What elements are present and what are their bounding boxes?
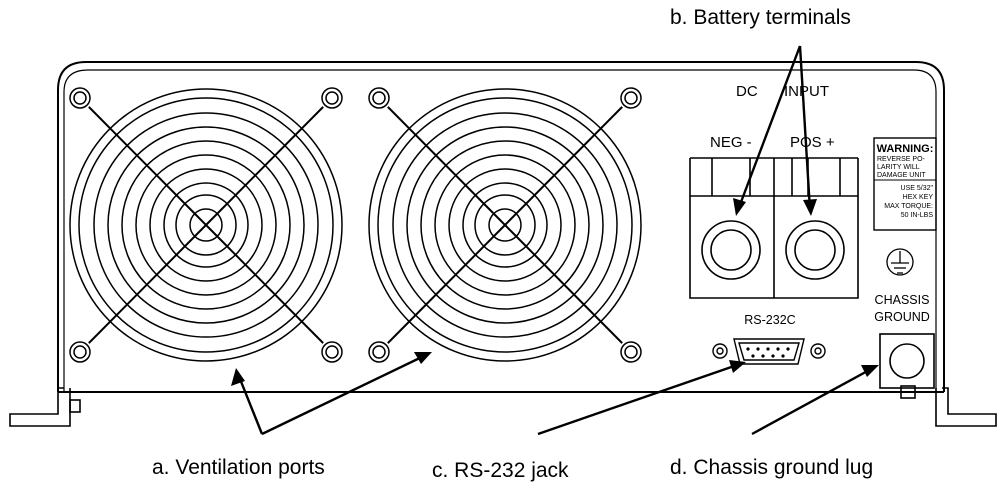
fan-strut	[88, 224, 207, 344]
fan-strut	[205, 106, 324, 226]
fan-grille-ring	[78, 97, 334, 353]
fan-strut	[205, 224, 324, 344]
ventilation-fan-right	[368, 87, 642, 363]
fan-grille-ring	[420, 140, 590, 310]
fan-grille-ring	[448, 168, 562, 282]
rs232-pin	[786, 347, 790, 351]
rs232-pin	[776, 347, 780, 351]
fan-mount-hole-inner	[325, 345, 339, 359]
rs232-pin	[751, 354, 755, 358]
fan-strut	[387, 106, 506, 226]
warning-label: WARNING: REVERSE PO- LARITY WILL DAMAGE …	[873, 137, 937, 231]
chassis-outline	[57, 61, 945, 392]
rs232-pin	[756, 347, 760, 351]
rs232-connector	[712, 338, 826, 365]
fan-grille-ring	[107, 126, 305, 324]
arrow-ground-lug	[751, 366, 874, 436]
torque-line: USE 5/32"	[901, 185, 934, 192]
fan-grille-ring	[488, 208, 522, 242]
arrow-ventilation-right	[261, 353, 427, 436]
dc-label: DC	[736, 83, 758, 100]
fan-grille-ring	[163, 182, 249, 268]
fan-mount-hole-inner	[73, 91, 87, 105]
callout-arrows	[236, 45, 874, 436]
fan-mount-hole	[368, 87, 390, 109]
arrow-ventilation-left	[236, 373, 264, 435]
torque-line: HEX KEY	[903, 194, 934, 201]
warning-line: REVERSE PO-	[877, 156, 926, 163]
fan-grille-ring	[135, 154, 277, 296]
fan-grille-ring	[434, 154, 576, 296]
arrowhead	[803, 199, 817, 216]
fan-grille-ring	[474, 194, 536, 256]
fan-strut	[88, 106, 207, 226]
chassis-ground-lug	[879, 333, 935, 389]
callout-chassis-ground-lug: d. Chassis ground lug	[670, 456, 873, 479]
fan-grille-ring	[175, 194, 237, 256]
ground-label: GROUND	[874, 310, 930, 324]
fan-outer-ring	[368, 88, 642, 362]
fan-grille-ring	[189, 208, 223, 242]
rs232c-label: RS-232C	[744, 313, 795, 327]
fan-mount-hole	[321, 341, 343, 363]
positive-terminal	[785, 220, 845, 280]
fan-strut	[504, 106, 623, 226]
fan-mount-hole	[69, 87, 91, 109]
arrowhead	[414, 352, 432, 364]
fan-mount-hole	[69, 341, 91, 363]
input-label: INPUT	[784, 83, 829, 100]
fan-mount-hole-inner	[73, 345, 87, 359]
warning-title: WARNING:	[877, 143, 934, 155]
callout-battery-terminals: b. Battery terminals	[670, 6, 851, 29]
fan-mount-hole	[321, 87, 343, 109]
callout-rs232-jack: c. RS-232 jack	[432, 459, 569, 482]
fan-mount-hole-inner	[325, 91, 339, 105]
rs232-pin	[771, 354, 775, 358]
ventilation-fan-left	[69, 87, 343, 363]
rs232-pin	[766, 347, 770, 351]
arrow-battery-neg	[736, 45, 802, 211]
torque-line: MAX TORQUE:	[884, 203, 933, 210]
fan-grille-ring	[392, 112, 618, 338]
torque-line: 50 IN-LBS	[901, 212, 934, 219]
fan-grille-ring	[121, 140, 291, 310]
rs232-pin	[746, 347, 750, 351]
arrowhead	[729, 360, 746, 373]
fan-grille-ring	[406, 126, 604, 324]
arrow-battery-pos	[798, 45, 812, 211]
arrowheads	[231, 198, 879, 386]
arrow-rs232	[537, 362, 741, 436]
negative-terminal	[701, 220, 761, 280]
fan-grille-ring	[93, 112, 319, 338]
fan-outer-ring	[69, 88, 343, 362]
fan-mount-hole	[620, 341, 642, 363]
neg-label: NEG -	[710, 134, 752, 151]
fan-mount-hole-inner	[624, 345, 638, 359]
warning-line: LARITY WILL	[877, 164, 920, 171]
fan-mount-hole	[620, 87, 642, 109]
fan-mount-hole-inner	[372, 91, 386, 105]
fan-strut	[504, 224, 623, 344]
fan-grille-ring	[149, 168, 263, 282]
fan-grille-ring	[462, 182, 548, 268]
left-mounting-flange	[9, 387, 81, 427]
ground-symbol-icon	[886, 248, 914, 276]
fan-mount-hole	[368, 341, 390, 363]
arrowhead	[231, 368, 245, 386]
fan-grille-ring	[377, 97, 633, 353]
rs232-pin	[781, 354, 785, 358]
arrowhead	[733, 198, 746, 216]
warning-line: DAMAGE UNIT	[877, 172, 926, 179]
arrowhead	[861, 365, 879, 377]
fan-mount-hole-inner	[372, 345, 386, 359]
rs232-pin	[761, 354, 765, 358]
pos-label: POS +	[790, 134, 835, 151]
fan-strut	[387, 224, 506, 344]
chassis-label: CHASSIS	[875, 293, 930, 307]
chassis-inner-outline	[63, 69, 937, 392]
callout-ventilation-ports: a. Ventilation ports	[152, 456, 325, 479]
fan-mount-hole-inner	[624, 91, 638, 105]
